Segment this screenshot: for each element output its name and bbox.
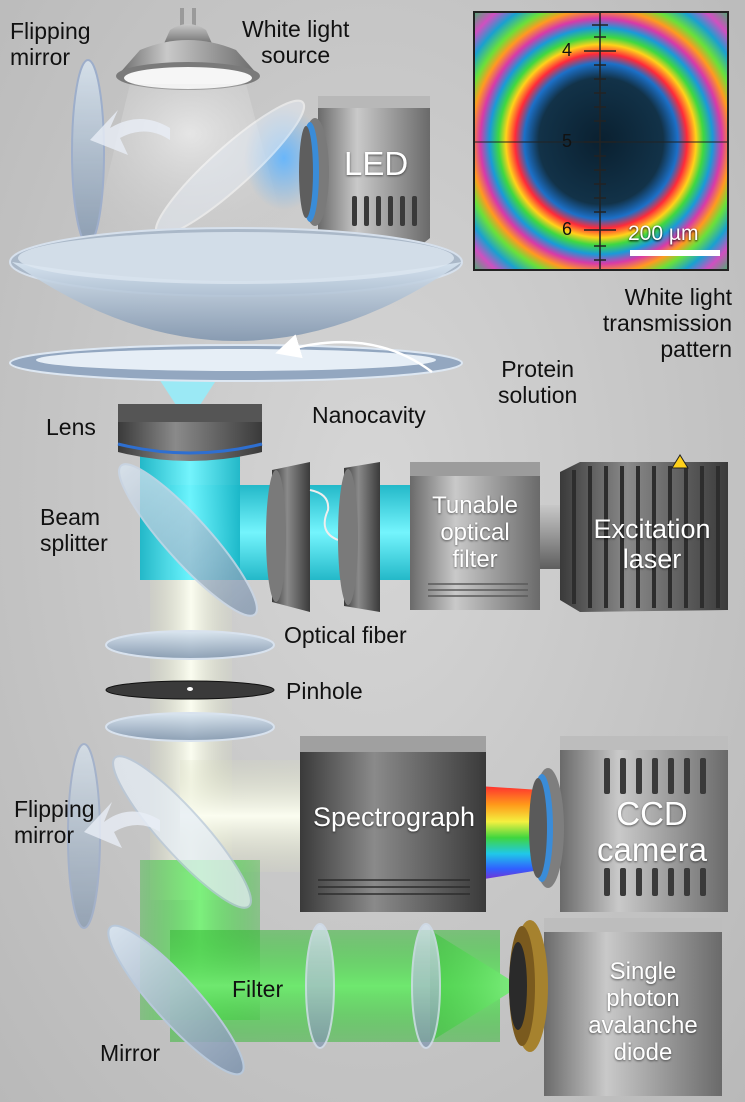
label-filter: Filter — [232, 976, 284, 1002]
label-pinhole: Pinhole — [286, 678, 363, 704]
scale-bar — [630, 250, 720, 256]
ccd-camera-body — [529, 736, 728, 912]
beam-splitter-shape — [118, 463, 258, 617]
flipping-mirror-top-shape — [71, 59, 170, 245]
label-mirror: Mirror — [100, 1040, 161, 1066]
relay-lens-lower — [105, 712, 275, 742]
inset-tick-4: 4 — [562, 40, 573, 60]
label-spectrograph: Spectrograph — [312, 802, 476, 832]
spectrograph-body — [300, 736, 486, 912]
cavity-lens — [9, 227, 463, 341]
label-lens: Lens — [46, 414, 96, 440]
flip-arrow-bottom — [84, 802, 160, 848]
label-optical-fiber: Optical fiber — [284, 622, 407, 648]
nanocavity-plate — [9, 344, 463, 382]
fiber-coupler-right — [338, 462, 380, 612]
fiber-coupler-left — [266, 462, 339, 612]
tunable-filter-body — [410, 462, 540, 610]
dispersed-spectrum — [478, 786, 540, 880]
objective-lens — [117, 404, 263, 461]
flipping-mirror-bottom-shape — [67, 743, 252, 929]
scale-bar-label: 200 µm — [628, 222, 699, 245]
excitation-laser-body — [560, 454, 728, 612]
protein-solution-pointer — [275, 334, 433, 373]
flip-arrow-top — [90, 110, 170, 155]
emission-filter — [305, 923, 335, 1049]
label-nanocavity: Nanocavity — [312, 402, 426, 428]
focusing-lens — [411, 923, 441, 1049]
laser-warning-icon — [671, 454, 689, 469]
spad-body — [509, 918, 722, 1096]
label-led: LED — [344, 145, 409, 182]
relay-lens-upper — [105, 630, 275, 660]
inset-tick-6: 6 — [562, 219, 573, 239]
emission-focus-cone — [430, 930, 520, 1042]
fold-mirror — [107, 924, 245, 1076]
transmission-pattern-inset — [473, 11, 729, 271]
inset-tick-5: 5 — [562, 131, 573, 151]
led-body — [244, 96, 430, 246]
